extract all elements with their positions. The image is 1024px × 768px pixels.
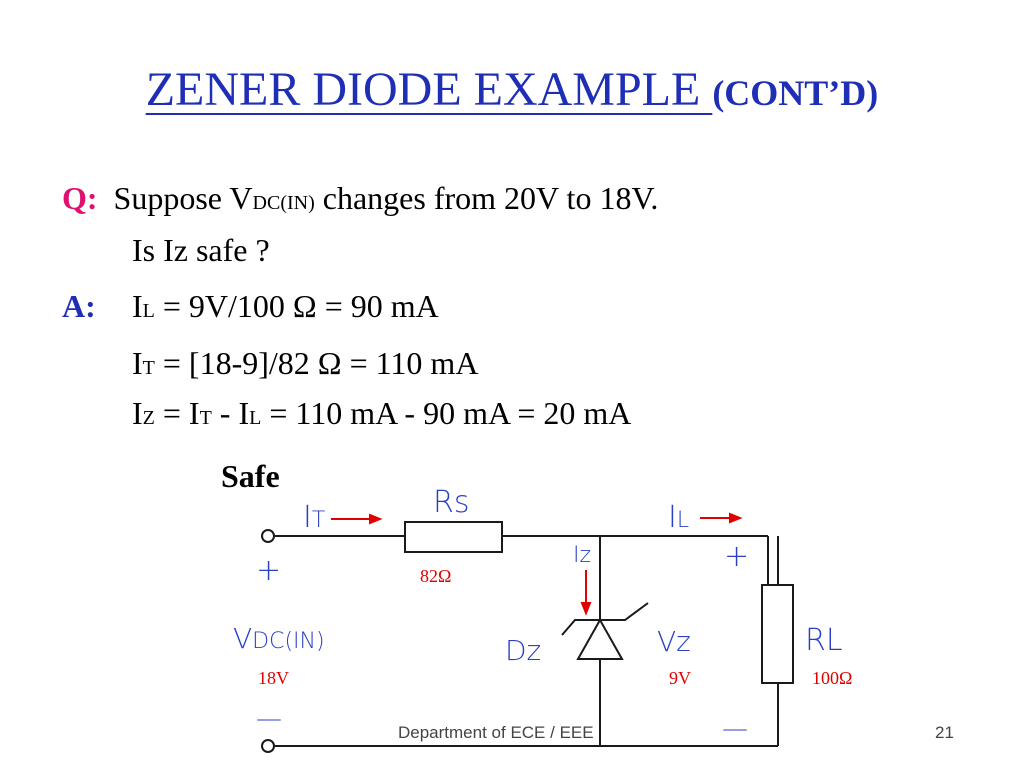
answer-it: IT = [18-9]/82 Ω = 110 mA bbox=[132, 345, 478, 382]
answer-iz-b-sub: T bbox=[199, 407, 212, 429]
input-terminal-bottom bbox=[261, 739, 275, 753]
value-rl: 100Ω bbox=[812, 668, 852, 688]
answer-il-i: I bbox=[132, 288, 143, 324]
label-vdc: VDC(IN) bbox=[233, 622, 325, 655]
question-label: Q: bbox=[62, 180, 98, 216]
answer-iz: IZ = IT - IL = 110 mA - 90 mA = 20 mA bbox=[132, 395, 631, 432]
il-arrow-head bbox=[729, 512, 743, 524]
question-text: Suppose VDC(IN) changes from 20V to 18V. bbox=[106, 180, 659, 216]
it-arrow-head bbox=[369, 513, 383, 525]
answer-il-sub: L bbox=[142, 300, 155, 322]
label-rs-sub: s bbox=[454, 485, 470, 520]
answer-iz-a: I bbox=[132, 395, 143, 431]
answer-il: IL = 9V/100 Ω = 90 mA bbox=[132, 288, 439, 325]
label-il-sub: L bbox=[677, 508, 689, 533]
label-rs: Rs bbox=[433, 485, 470, 520]
title-sub: (CONT’D) bbox=[712, 73, 879, 113]
answer-iz-a-sub: Z bbox=[142, 407, 155, 429]
label-vz: Vz bbox=[657, 625, 691, 658]
label-vdc-v: V bbox=[233, 622, 252, 655]
title-main: ZENER DIODE EXAMPLE bbox=[145, 63, 713, 116]
answer-iz-b: = I bbox=[154, 395, 200, 431]
footer-department: Department of ECE / EEE bbox=[398, 723, 594, 742]
plus-left: + bbox=[256, 553, 281, 588]
plus-right: + bbox=[724, 539, 749, 574]
answer-iz-d: = 110 mA - 90 mA = 20 mA bbox=[261, 395, 632, 431]
resistor-rs bbox=[404, 521, 503, 553]
input-terminal-top bbox=[261, 529, 275, 543]
iz-arrow-head bbox=[580, 602, 592, 616]
slide-title: ZENER DIODE EXAMPLE (CONT’D) bbox=[0, 62, 1024, 117]
label-it: IT bbox=[303, 500, 325, 535]
answer-line-1: A: bbox=[62, 288, 96, 325]
value-vin: 18V bbox=[258, 668, 289, 688]
resistor-rl bbox=[761, 584, 794, 684]
minus-left: — bbox=[256, 704, 282, 734]
label-rs-r: R bbox=[433, 485, 454, 520]
zener-diode-triangle bbox=[576, 617, 624, 660]
label-it-sub: T bbox=[312, 508, 325, 533]
question-line: Q: Suppose VDC(IN) changes from 20V to 1… bbox=[62, 180, 658, 217]
label-vdc-sub: DC(IN) bbox=[252, 629, 324, 654]
question-text-sub: DC(IN) bbox=[252, 192, 315, 214]
label-iz: Iz bbox=[573, 543, 591, 568]
minus-right: — bbox=[722, 714, 748, 744]
answer-iz-c: - I bbox=[211, 395, 250, 431]
value-vz: 9V bbox=[669, 668, 691, 688]
label-rl-sub: L bbox=[826, 623, 843, 658]
answer-il-rest: = 9V/100 Ω = 90 mA bbox=[154, 288, 439, 324]
page-number: 21 bbox=[935, 723, 954, 742]
question-text-before: Suppose V bbox=[113, 180, 253, 216]
answer-it-i: I bbox=[132, 345, 143, 381]
zener-diode-bar bbox=[561, 602, 649, 636]
current-arrows bbox=[331, 512, 743, 616]
label-il: IL bbox=[668, 500, 689, 535]
answer-it-rest: = [18-9]/82 Ω = 110 mA bbox=[154, 345, 479, 381]
question-text-after: changes from 20V to 18V. bbox=[314, 180, 659, 216]
circuit-wires bbox=[261, 521, 794, 753]
label-rl: RL bbox=[805, 623, 843, 658]
safe-conclusion: Safe bbox=[221, 458, 280, 494]
answer-iz-c-sub: L bbox=[249, 407, 262, 429]
answer-it-sub: T bbox=[142, 357, 155, 379]
answer-label: A: bbox=[62, 288, 96, 324]
value-rs: 82Ω bbox=[420, 566, 451, 586]
label-il-i: I bbox=[668, 500, 677, 535]
label-rl-r: R bbox=[805, 623, 826, 658]
label-it-i: I bbox=[303, 500, 312, 535]
label-dz: Dz bbox=[505, 634, 541, 667]
question-line-2: Is Iz safe ? bbox=[132, 232, 270, 268]
